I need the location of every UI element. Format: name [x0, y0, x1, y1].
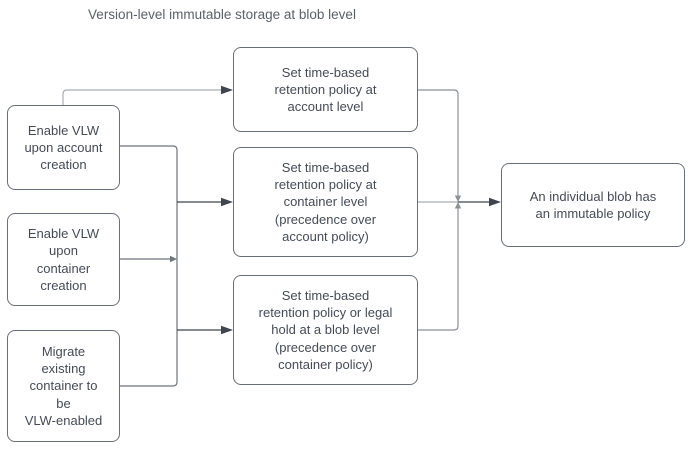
node-individual-blob: An individual blob has an immutable poli…	[501, 163, 685, 247]
node-enable-vlw-container: Enable VLW upon container creation	[7, 213, 120, 306]
connector-left-trunk	[120, 145, 178, 387]
node-retention-blob-level-label: Set time-based retention policy or legal…	[258, 288, 393, 372]
connector-blob-policy-to-merge	[418, 208, 459, 331]
junction-arrow-merge-bottom	[454, 202, 462, 209]
diagram-title: Version-level immutable storage at blob …	[88, 7, 356, 22]
node-individual-blob-label: An individual blob has an immutable poli…	[529, 188, 657, 221]
node-enable-vlw-account: Enable VLW upon account creation	[7, 105, 120, 190]
connector-account-policy-to-merge	[418, 89, 459, 196]
connector-account-to-account-policy	[62, 89, 221, 105]
node-retention-account-level: Set time-based retention policy at accou…	[233, 47, 418, 132]
arrowhead-container-policy	[221, 197, 233, 207]
node-migrate-existing-container-label: Migrate existing container to be VLW-ena…	[24, 344, 103, 428]
arrowhead-blob-policy	[221, 325, 233, 335]
node-retention-blob-level: Set time-based retention policy or legal…	[233, 275, 418, 385]
node-retention-container-level-label: Set time-based retention policy at conta…	[274, 160, 377, 244]
junction-arrow-trunk	[170, 255, 177, 263]
arrowhead-account-policy	[221, 85, 233, 95]
node-migrate-existing-container: Migrate existing container to be VLW-ena…	[7, 330, 120, 442]
node-retention-account-level-label: Set time-based retention policy at accou…	[274, 64, 377, 115]
node-enable-vlw-account-label: Enable VLW upon account creation	[24, 122, 103, 173]
junction-arrow-merge-top	[454, 195, 462, 202]
arrowhead-individual-blob	[489, 197, 501, 207]
node-enable-vlw-container-label: Enable VLW upon container creation	[27, 226, 100, 293]
node-retention-container-level: Set time-based retention policy at conta…	[233, 147, 418, 257]
